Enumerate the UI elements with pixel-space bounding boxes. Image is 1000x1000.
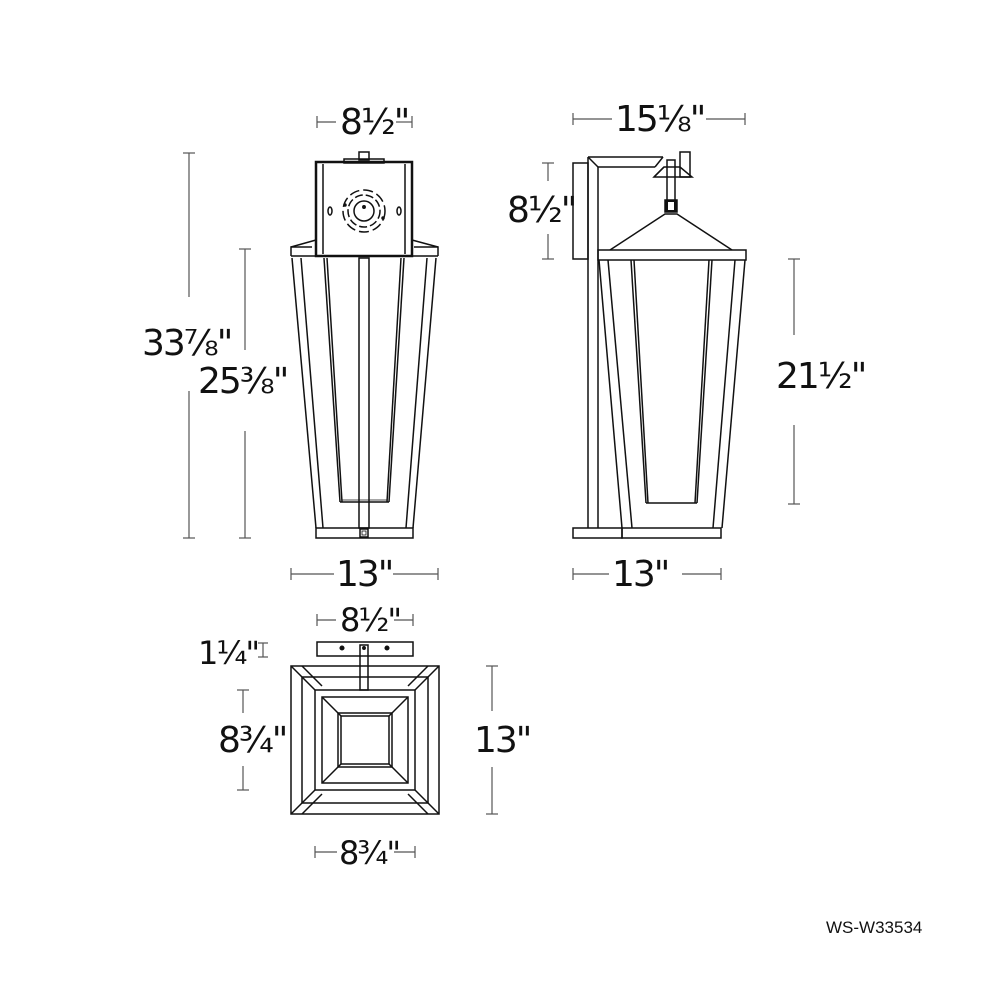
top-outer-square [290, 665, 440, 815]
dim-front-backplate-width: 8½" [340, 102, 408, 143]
side-view [572, 151, 747, 539]
top-view [290, 641, 440, 815]
dim-lantern-body-height: 21½" [776, 356, 865, 397]
dim-side-backplate-height: 8½" [507, 190, 575, 231]
dim-top-backplate-width: 8½" [340, 601, 400, 639]
dimension-lines [183, 113, 800, 858]
dim-backplate-depth: 1¼" [198, 634, 258, 672]
top-backplate [316, 641, 414, 657]
dim-front-width: 13" [336, 554, 392, 595]
dim-overall-depth: 13" [474, 720, 530, 761]
dim-extension: 15⅛" [615, 99, 704, 140]
front-view [290, 151, 439, 539]
dim-inner-width: 8¾" [339, 834, 399, 872]
dim-inner-depth: 8¾" [218, 720, 286, 761]
model-number: WS-W33534 [826, 918, 923, 937]
mounting-ring-icon [342, 189, 386, 233]
dim-overall-height: 33⅞" [142, 323, 231, 364]
dim-side-width: 13" [612, 554, 668, 595]
dim-lantern-height: 25⅜" [198, 361, 287, 402]
